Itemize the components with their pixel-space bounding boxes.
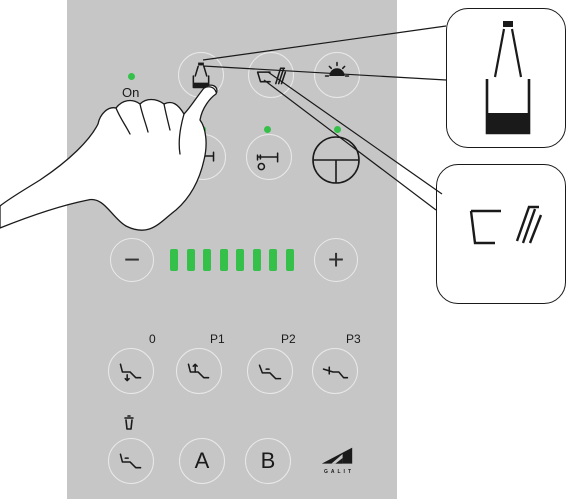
level-segment xyxy=(286,249,294,271)
decrease-label: − xyxy=(111,239,153,281)
program-a-button[interactable]: A xyxy=(179,438,225,484)
cup-fill-zoom-callout xyxy=(446,8,566,148)
syringe-button[interactable] xyxy=(180,134,226,180)
chair-zero-icon xyxy=(109,349,153,393)
level-segment xyxy=(170,249,178,271)
suction-icon xyxy=(310,134,362,186)
syringe-indicator xyxy=(199,126,206,133)
cup-fill-icon xyxy=(179,53,223,97)
bowl-rinse-zoom-callout xyxy=(436,164,566,304)
cup-fill-icon xyxy=(447,9,567,149)
bowl-rinse-button[interactable] xyxy=(248,52,294,98)
chair-rinse-position-button[interactable] xyxy=(108,438,154,484)
bowl-rinse-icon xyxy=(437,165,567,305)
program-a-label: A xyxy=(180,439,224,483)
decrease-button[interactable]: − xyxy=(110,238,154,282)
chair-position-0-button[interactable] xyxy=(108,348,154,394)
increase-label: + xyxy=(315,239,357,281)
operating-light-button[interactable] xyxy=(314,52,360,98)
level-segment xyxy=(236,249,244,271)
chair-p3-icon xyxy=(313,349,357,393)
level-segment xyxy=(269,249,277,271)
galit-logo: GALIT xyxy=(316,446,358,476)
handpiece-button[interactable] xyxy=(246,134,292,180)
suction-button[interactable] xyxy=(310,134,362,186)
bowl-rinse-icon xyxy=(249,53,293,97)
logo-text: GALIT xyxy=(324,469,354,475)
level-segment xyxy=(220,249,228,271)
suction-indicator xyxy=(334,126,341,133)
level-segment xyxy=(253,249,261,271)
position-p1-label: P1 xyxy=(210,332,225,346)
chair-p2-icon xyxy=(248,349,292,393)
program-b-button[interactable]: B xyxy=(245,438,291,484)
handpiece-indicator xyxy=(264,126,271,133)
level-segment xyxy=(203,249,211,271)
chair-position-p3-button[interactable] xyxy=(312,348,358,394)
chair-p1-icon xyxy=(177,349,221,393)
position-p3-label: P3 xyxy=(346,332,361,346)
chair-rinse-icon xyxy=(109,439,153,483)
on-off-indicator xyxy=(128,73,135,80)
level-bar xyxy=(170,249,300,271)
position-p2-label: P2 xyxy=(281,332,296,346)
chair-position-p1-button[interactable] xyxy=(176,348,222,394)
operating-light-icon xyxy=(315,53,359,97)
handpiece-icon xyxy=(247,135,291,179)
increase-button[interactable]: + xyxy=(314,238,358,282)
cup-fill-button[interactable] xyxy=(178,52,224,98)
position-0-label: 0 xyxy=(149,332,156,346)
program-b-label: B xyxy=(246,439,290,483)
level-segment xyxy=(187,249,195,271)
on-off-button[interactable]: On xyxy=(108,80,152,124)
syringe-icon xyxy=(181,135,225,179)
spittoon-cup-icon xyxy=(122,414,136,432)
chair-position-p2-button[interactable] xyxy=(247,348,293,394)
on-off-label: On xyxy=(122,85,139,100)
